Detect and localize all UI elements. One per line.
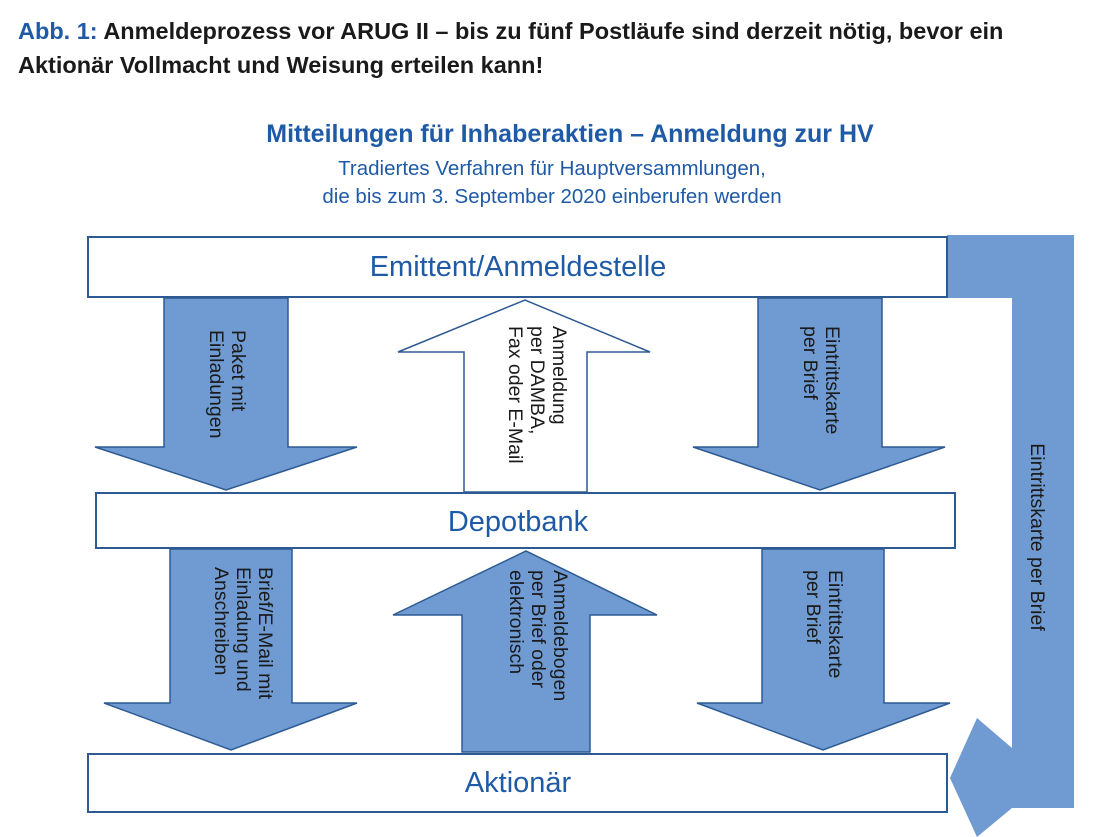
- box-emittent: [87, 236, 948, 298]
- arrow-eintrittskarte-top-text: Eintrittskarte per Brief: [799, 326, 843, 440]
- box-aktionaer: [87, 753, 948, 813]
- arrow-eintrittskarte-bottom-line-2: per Brief: [802, 570, 824, 644]
- box-aktionaer-label: Aktionär: [465, 767, 572, 799]
- arrow-paket-text: Paket mit Einladungen: [205, 330, 249, 438]
- arrow-anmeldung-damba: [397, 299, 651, 493]
- arrow-anmeldung-line-3: Fax oder E-Mail: [504, 326, 526, 464]
- arrow-eintrittskarte-bottom-text: Eintrittskarte per Brief: [802, 570, 846, 684]
- arrow-paket-line-1: Paket mit: [227, 330, 249, 412]
- side-loop-arrow: [947, 235, 1074, 837]
- arrow-brief-email-line-1: Brief/E-Mail mit: [254, 567, 276, 700]
- side-arrow-label: Eintrittskarte per Brief: [1026, 443, 1048, 631]
- figure-number-label: Abb. 1:: [18, 18, 98, 44]
- arrow-anmeldebogen-line-3: elektronisch: [505, 570, 527, 674]
- arrow-eintrittskarte-bottom: [696, 548, 951, 751]
- figure-caption-text: Anmeldeprozess vor ARUG II – bis zu fünf…: [18, 18, 1004, 78]
- arrow-anmeldebogen-line-1: Anmeldebogen: [549, 570, 571, 701]
- arrow-brief-email-line-2: Einladung und: [232, 567, 254, 692]
- arrow-paket-einladungen: [94, 297, 358, 491]
- figure-caption: Abb. 1: Anmeldeprozess vor ARUG II – bis…: [18, 14, 1103, 82]
- arrow-anmeldung-text: Anmeldung per DAMBA, Fax oder E-Mail: [504, 326, 570, 464]
- box-emittent-label: Emittent/Anmeldestelle: [370, 251, 667, 283]
- arrow-anmeldebogen-line-2: per Brief oder: [527, 570, 549, 689]
- box-depotbank: [95, 492, 956, 549]
- arrow-brief-email: [103, 548, 358, 751]
- diagram-subtitle-line-1: Tradiertes Verfahren für Hauptversammlun…: [338, 157, 766, 180]
- diagram-title: Mitteilungen für Inhaberaktien – Anmeldu…: [266, 120, 874, 148]
- arrow-brief-email-line-3: Anschreiben: [210, 567, 232, 675]
- arrow-anmeldebogen: [392, 550, 658, 753]
- arrow-brief-email-text: Brief/E-Mail mit Einladung und Anschreib…: [210, 567, 276, 705]
- arrow-paket-line-2: Einladungen: [205, 330, 227, 438]
- diagram-subtitle-line-2: die bis zum 3. September 2020 einberufen…: [322, 185, 781, 208]
- arrow-anmeldung-line-2: per DAMBA,: [526, 326, 548, 434]
- arrow-anmeldung-line-1: Anmeldung: [548, 326, 570, 425]
- arrow-eintrittskarte-top-line-1: Eintrittskarte: [821, 326, 843, 434]
- box-depotbank-label: Depotbank: [448, 506, 589, 538]
- arrow-anmeldebogen-text: Anmeldebogen per Brief oder elektronisch: [505, 570, 571, 707]
- arrow-eintrittskarte-top: [692, 297, 946, 491]
- arrow-eintrittskarte-top-line-2: per Brief: [799, 326, 821, 400]
- arrow-eintrittskarte-bottom-line-1: Eintrittskarte: [824, 570, 846, 678]
